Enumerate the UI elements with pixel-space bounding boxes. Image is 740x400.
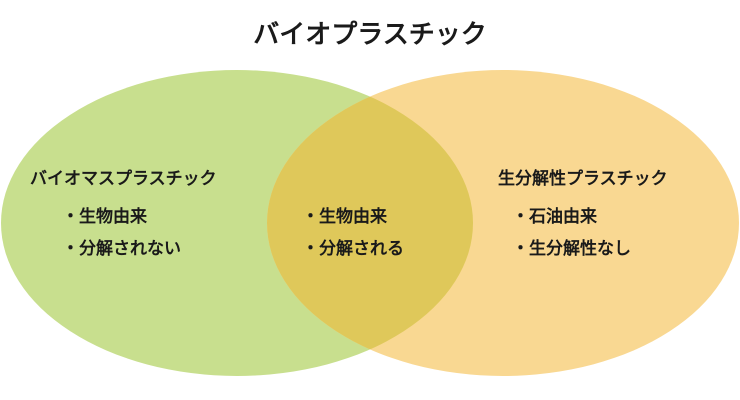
left-item: ・生物由来 xyxy=(62,207,147,227)
right-item: ・石油由来 xyxy=(512,207,597,227)
diagram-title: バイオプラスチック xyxy=(253,20,487,50)
center-item: ・分解される xyxy=(302,239,404,259)
center-item: ・生物由来 xyxy=(302,207,387,227)
right-item: ・生分解性なし xyxy=(512,239,631,259)
overlap-region xyxy=(267,70,473,376)
right-heading: 生分解性プラスチック xyxy=(498,169,668,189)
left-item: ・分解されない xyxy=(62,239,181,259)
left-heading: バイオマスプラスチック xyxy=(30,169,217,189)
